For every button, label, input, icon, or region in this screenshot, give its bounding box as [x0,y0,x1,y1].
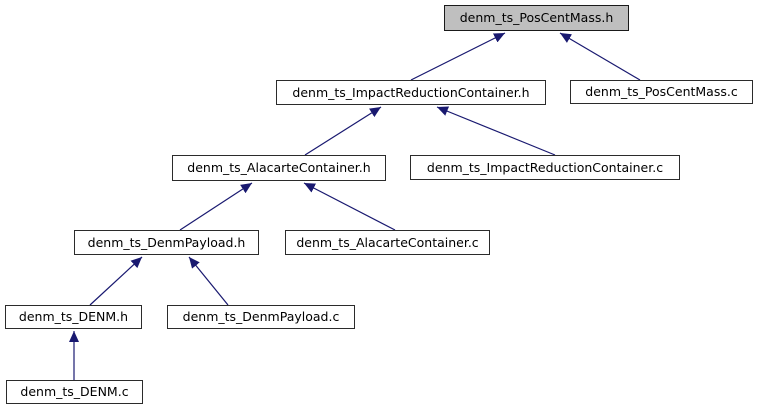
node-denm_ts_AlacarteContainer-c[interactable]: denm_ts_AlacarteContainer.c [285,230,490,255]
edge-impactreductioncontainer_c-to-impactreductioncontainer_h [436,106,556,156]
edge-alacartecontainer_h-to-impactreductioncontainer_h [304,106,382,156]
node-denm_ts_DENM-c[interactable]: denm_ts_DENM.c [6,380,143,404]
node-denm_ts_ImpactReductionContainer-c[interactable]: denm_ts_ImpactReductionContainer.c [410,155,680,180]
edge-poscentmass_c-to-poscentmass_h [559,32,641,81]
edge-denm_h-to-denmpayload_h [89,256,143,306]
edge-denmpayload_h-to-alacartecontainer_h [179,182,253,231]
edge-alacartecontainer_c-to-alacartecontainer_h [303,182,396,231]
node-denm_ts_DenmPayload-h[interactable]: denm_ts_DenmPayload.h [74,230,259,255]
node-denm_ts_ImpactReductionContainer-h[interactable]: denm_ts_ImpactReductionContainer.h [276,80,546,105]
node-denm_ts_DENM-h[interactable]: denm_ts_DENM.h [5,305,142,329]
node-denm_ts_AlacarteContainer-h[interactable]: denm_ts_AlacarteContainer.h [172,155,386,181]
node-denm_ts_DenmPayload-c[interactable]: denm_ts_DenmPayload.c [167,305,355,329]
node-denm_ts_PosCentMass-h[interactable]: denm_ts_PosCentMass.h [444,5,629,31]
edge-impactreductioncontainer_h-to-poscentmass_h [410,32,506,81]
edge-denmpayload_c-to-denmpayload_h [188,256,229,306]
node-denm_ts_PosCentMass-c[interactable]: denm_ts_PosCentMass.c [570,80,753,104]
